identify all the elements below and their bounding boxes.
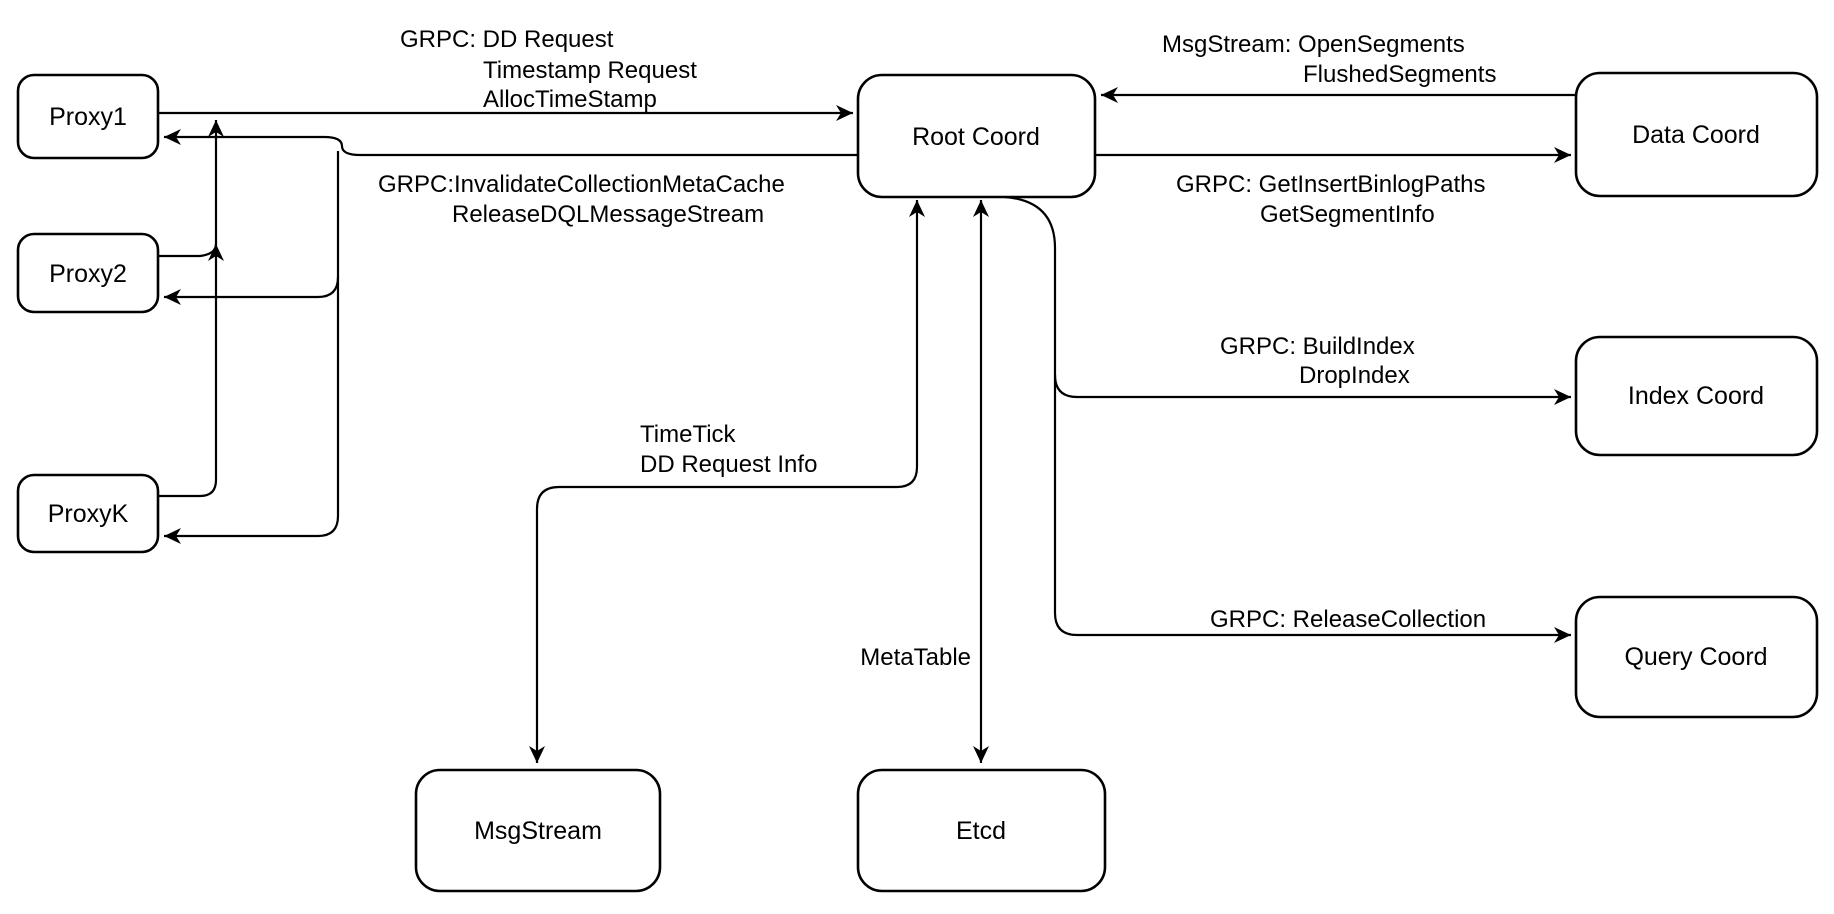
root-coord-box [856,73,1097,199]
proxy2-box [16,232,160,314]
nodes: Proxy1 Proxy2 ProxyK Root Coord Data Coo… [16,71,1819,893]
label-grpc-releasecollection: GRPC: ReleaseCollection [1210,606,1486,633]
edge-labels: GRPC: DD Request Timestamp Request Alloc… [378,26,1496,671]
proxyk-label: ProxyK [48,500,129,528]
node-index-coord: Index Coord [1574,335,1819,457]
label-metatable: MetaTable [860,644,971,671]
proxyk-box [16,473,160,554]
arrow-rootcoord-to-proxy1 [164,129,858,157]
data-coord-label: Data Coord [1632,121,1760,149]
node-query-coord: Query Coord [1574,595,1819,719]
index-coord-label: Index Coord [1628,382,1764,410]
label-grpc-getinsertbinlogpaths: GRPC: GetInsertBinlogPaths [1176,171,1485,198]
arrow-rootcoord-to-indexcoord [1053,374,1571,405]
root-coord-label: Root Coord [912,123,1040,151]
label-timestamp-request: Timestamp Request [483,57,697,84]
proxy1-box [16,73,160,160]
data-coord-box [1574,71,1819,198]
label-dropindex: DropIndex [1299,362,1410,389]
label-flushedsegments: FlushedSegments [1303,61,1496,88]
node-proxy1: Proxy1 [16,73,160,160]
label-invalidate-collection-metacache: GRPC:InvalidateCollectionMetaCache [378,171,785,198]
edges [158,87,1576,763]
label-msgstream-opensegments: MsgStream: OpenSegments [1162,31,1465,58]
arrow-rootcoord-to-proxy2 [164,276,340,305]
msgstream-box [414,768,662,893]
node-proxy2: Proxy2 [16,232,160,314]
etcd-box [856,768,1107,893]
node-data-coord: Data Coord [1574,71,1819,198]
etcd-label: Etcd [956,817,1006,845]
label-alloctimestamp: AllocTimeStamp [483,86,657,113]
label-release-dql-messagestream: ReleaseDQLMessageStream [452,201,764,228]
label-grpc-dd-request: GRPC: DD Request [400,26,614,53]
node-msgstream: MsgStream [414,768,662,893]
node-proxyk: ProxyK [16,473,160,554]
node-etcd: Etcd [856,768,1107,893]
proxy2-label: Proxy2 [49,260,127,288]
query-coord-label: Query Coord [1624,643,1767,671]
proxy1-label: Proxy1 [49,103,127,131]
label-getsegmentinfo: GetSegmentInfo [1260,201,1435,228]
label-timetick: TimeTick [640,421,737,448]
msgstream-label: MsgStream [474,817,602,845]
query-coord-box [1574,595,1819,719]
label-grpc-buildindex: GRPC: BuildIndex [1220,333,1415,360]
arrow-rootcoord-to-proxyk [164,151,340,544]
node-root-coord: Root Coord [856,73,1097,199]
label-dd-request-info: DD Request Info [640,451,817,478]
arrow-proxyk-to-collector [158,120,224,498]
index-coord-box [1574,335,1819,457]
arrow-proxy2-to-collector [158,243,224,262]
arrow-rootcoord-msgstream [529,200,925,763]
arrow-rootcoord-to-querycoord [1004,195,1571,643]
